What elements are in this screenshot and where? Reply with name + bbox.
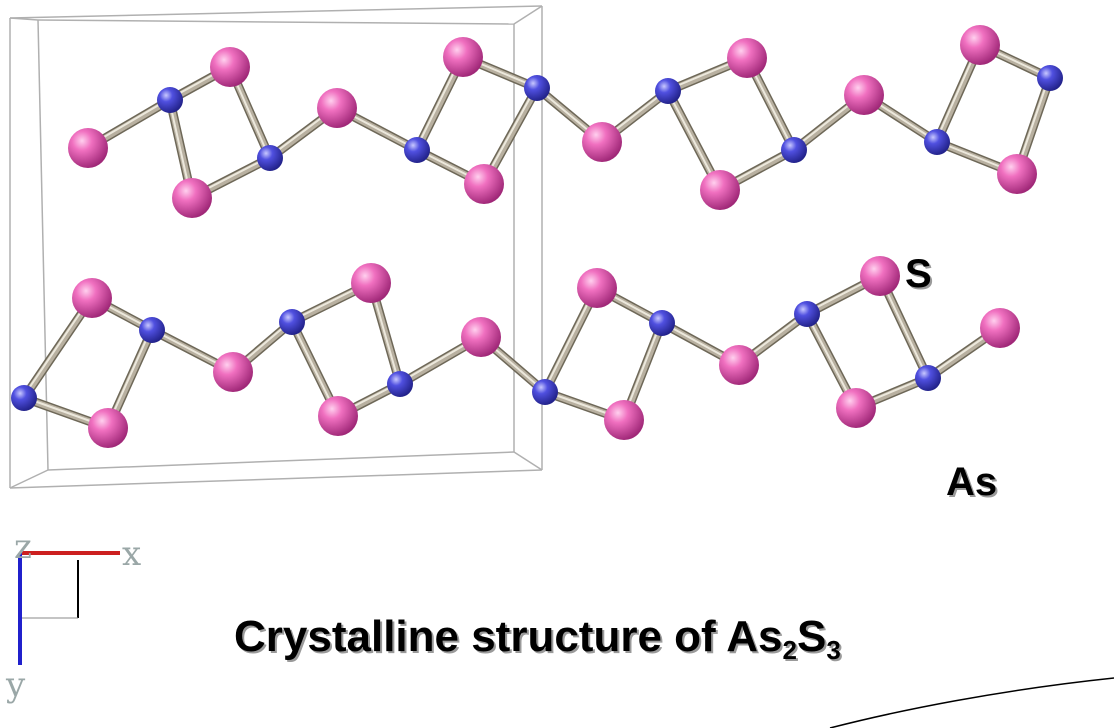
caption-subscript-2: 2	[782, 635, 797, 665]
atoms	[11, 25, 1063, 448]
arsenic-atom	[649, 310, 675, 336]
sulfur-atom	[604, 400, 644, 440]
unit-cell-edge	[37, 19, 49, 471]
sulfur-atom	[443, 37, 483, 77]
decorative-curve	[829, 677, 1114, 728]
axis-y-label: y	[6, 665, 26, 705]
sulfur-atom	[317, 88, 357, 128]
arsenic-atom	[524, 75, 550, 101]
sulfur-atom	[727, 38, 767, 78]
arsenic-atom	[794, 301, 820, 327]
arsenic-atom	[279, 309, 305, 335]
caption-subscript-3: 3	[826, 635, 841, 665]
arsenic-atom	[404, 137, 430, 163]
unit-cell-edge	[9, 17, 39, 21]
caption-text: Crystalline structure of As	[234, 612, 783, 661]
arsenic-atom	[11, 385, 37, 411]
sulfur-atom	[461, 317, 501, 357]
sulfur-atom	[210, 47, 250, 87]
unit-cell-edge	[9, 469, 543, 489]
caption: Crystalline structure of As2S3	[234, 612, 841, 665]
sulfur-atom	[844, 75, 884, 115]
sulfur-atom	[980, 308, 1020, 348]
sulfur-atom	[836, 388, 876, 428]
arsenic-atom	[387, 371, 413, 397]
unit-cell-edge	[47, 451, 515, 471]
unit-cell-edge	[513, 451, 543, 471]
sulfur-atom	[960, 25, 1000, 65]
sulfur-atom	[68, 128, 108, 168]
caption-s: S	[797, 612, 827, 661]
arsenic-atom	[781, 137, 807, 163]
sulfur-atom	[719, 345, 759, 385]
unit-cell-edge	[9, 469, 49, 489]
arsenic-label: As	[946, 460, 998, 504]
unit-cell-edge	[37, 19, 515, 25]
sulfur-atom	[318, 396, 358, 436]
sulfur-atom	[351, 263, 391, 303]
arsenic-atom	[655, 78, 681, 104]
axis-z-label: z	[14, 527, 32, 567]
arsenic-atom	[532, 379, 558, 405]
arsenic-atom	[915, 365, 941, 391]
bond	[21, 295, 95, 401]
arsenic-atom	[924, 129, 950, 155]
sulfur-atom	[577, 268, 617, 308]
sulfur-label: S	[905, 252, 932, 296]
axis-indicator	[18, 551, 120, 665]
sulfur-atom	[700, 170, 740, 210]
axis-x-label: x	[122, 534, 142, 574]
sulfur-atom	[172, 178, 212, 218]
sulfur-atom	[860, 256, 900, 296]
sulfur-atom	[582, 122, 622, 162]
arsenic-atom	[1037, 65, 1063, 91]
unit-cell-box	[9, 5, 543, 489]
sulfur-atom	[464, 164, 504, 204]
unit-cell-edge	[9, 5, 543, 19]
sulfur-atom	[213, 352, 253, 392]
arsenic-atom	[139, 317, 165, 343]
arsenic-atom	[257, 145, 283, 171]
arsenic-atom	[157, 87, 183, 113]
sulfur-atom	[997, 154, 1037, 194]
sulfur-atom	[72, 278, 112, 318]
sulfur-atom	[88, 408, 128, 448]
unit-cell-edge	[513, 5, 543, 25]
